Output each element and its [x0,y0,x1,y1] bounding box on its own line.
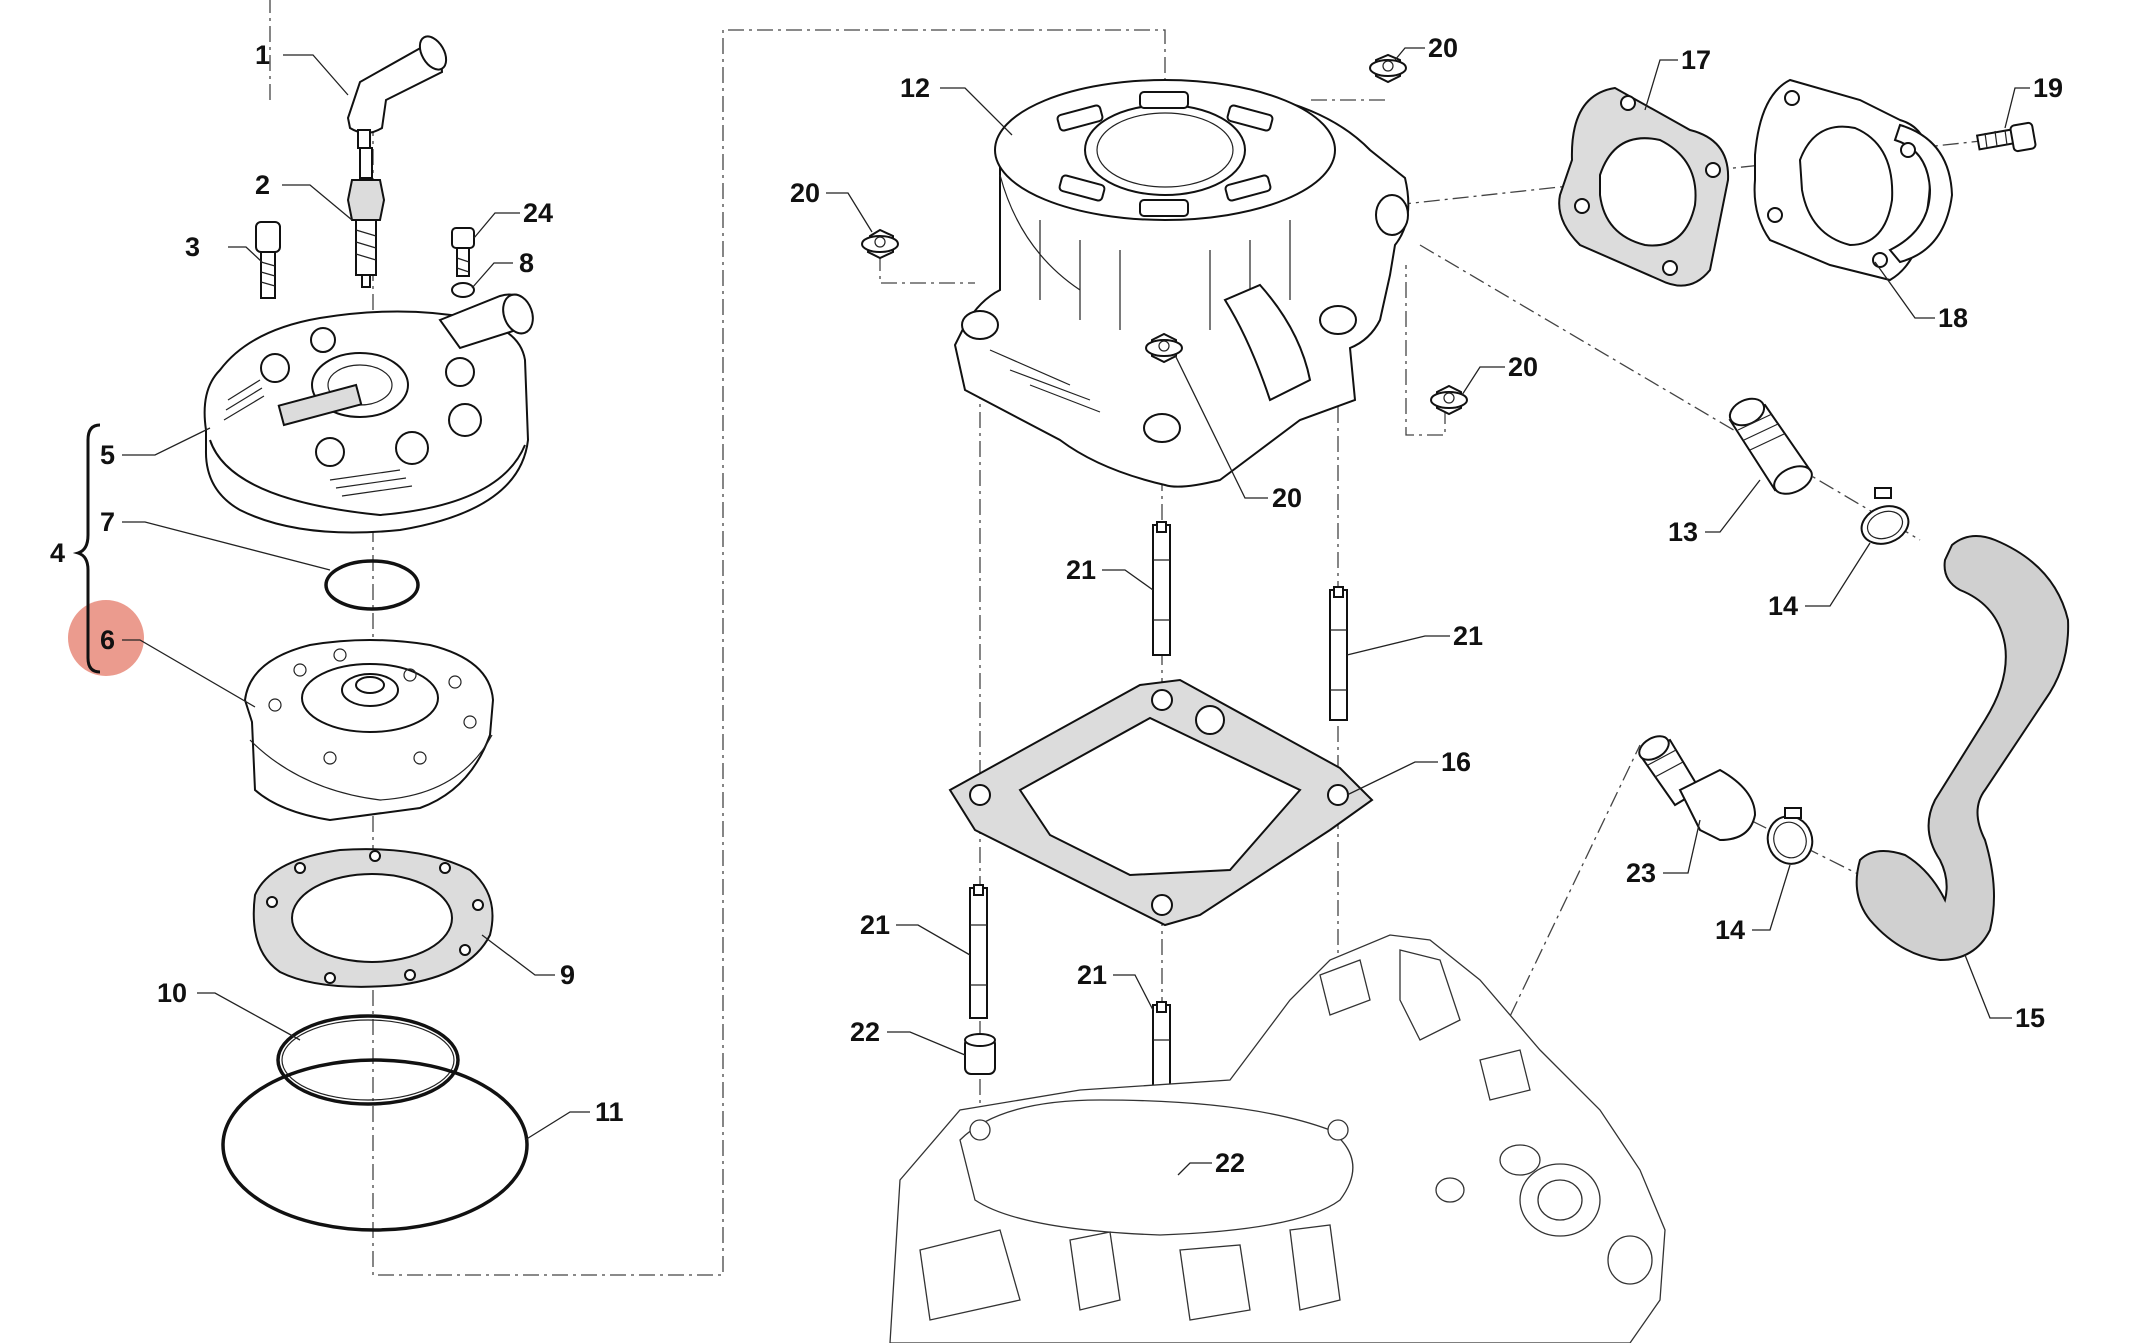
callout-20-a[interactable]: 20 [790,178,820,208]
combustion-insert-part[interactable] [243,639,495,822]
callout-1[interactable]: 1 [255,40,270,70]
callout-14-a[interactable]: 14 [1768,591,1798,621]
large-o-ring-part[interactable] [221,1058,529,1232]
washer-part[interactable] [451,282,475,298]
callout-9[interactable]: 9 [560,960,575,990]
water-fitting-part[interactable] [1635,731,1757,842]
flange-nut-part[interactable] [1430,384,1468,416]
callout-3[interactable]: 3 [185,232,200,262]
callout-22-a[interactable]: 22 [850,1017,880,1047]
callout-8[interactable]: 8 [519,248,534,278]
exhaust-flange-part[interactable] [1753,78,1954,282]
cylinder-head-part[interactable] [203,290,538,534]
callout-13[interactable]: 13 [1668,517,1698,547]
callout-21-b[interactable]: 21 [1453,621,1483,651]
exhaust-gasket-part[interactable] [1558,86,1730,287]
callout-20-b[interactable]: 20 [1428,33,1458,63]
cylinder-stud-part[interactable] [969,884,988,1019]
callout-10[interactable]: 10 [157,978,187,1008]
callout-12[interactable]: 12 [900,73,930,103]
hose-clamp-part[interactable] [1856,487,1913,550]
callout-16[interactable]: 16 [1441,747,1471,777]
dowel-pin-part[interactable] [964,1033,996,1075]
leader-lines [122,47,2030,1176]
engine-crankcase-part [889,934,1666,1343]
callout-4[interactable]: 4 [50,538,65,568]
flange-nut-part[interactable] [1145,332,1183,364]
callout-21-a[interactable]: 21 [1066,555,1096,585]
callout-21-c[interactable]: 21 [860,910,890,940]
callout-20-c[interactable]: 20 [1508,352,1538,382]
cylinder-o-ring-part[interactable] [276,1014,460,1106]
callout-5[interactable]: 5 [100,440,115,470]
head-o-ring-part[interactable] [324,559,420,611]
spark-plug-cap-part[interactable] [346,32,452,149]
head-bolt-part[interactable] [255,221,281,299]
callout-18[interactable]: 18 [1938,303,1968,333]
callout-labels: 1 2 3 24 8 5 7 4 6 9 10 11 12 20 20 20 2… [50,33,2063,1178]
flange-nut-part[interactable] [1369,53,1407,84]
callout-15[interactable]: 15 [2015,1003,2045,1033]
callout-11[interactable]: 11 [595,1097,624,1127]
callout-21-d[interactable]: 21 [1077,960,1107,990]
head-gasket-part[interactable] [252,848,494,988]
base-gasket-part[interactable] [948,678,1374,927]
group-brace [72,423,101,674]
callout-6[interactable]: 6 [100,625,115,655]
callout-23[interactable]: 23 [1626,858,1656,888]
callout-17[interactable]: 17 [1681,45,1711,75]
hose-fitting-part[interactable] [1726,394,1817,500]
cylinder-part[interactable] [953,79,1410,488]
callout-14-b[interactable]: 14 [1715,915,1745,945]
cylinder-stud-part[interactable] [1329,586,1348,721]
callout-24[interactable]: 24 [523,198,553,228]
flange-bolt-part[interactable] [1975,121,2037,153]
coolant-hose-part[interactable] [1855,535,2070,962]
cylinder-stud-part[interactable] [1152,521,1171,656]
callout-20-d[interactable]: 20 [1272,483,1302,513]
flange-nut-part[interactable] [861,228,899,260]
small-screw-part[interactable] [451,227,475,277]
callout-22-b[interactable]: 22 [1215,1148,1245,1178]
callout-2[interactable]: 2 [255,170,270,200]
hose-clamp-part[interactable] [1761,807,1819,870]
spark-plug-part[interactable] [346,147,386,288]
callout-19[interactable]: 19 [2033,73,2063,103]
callout-7[interactable]: 7 [100,507,115,537]
